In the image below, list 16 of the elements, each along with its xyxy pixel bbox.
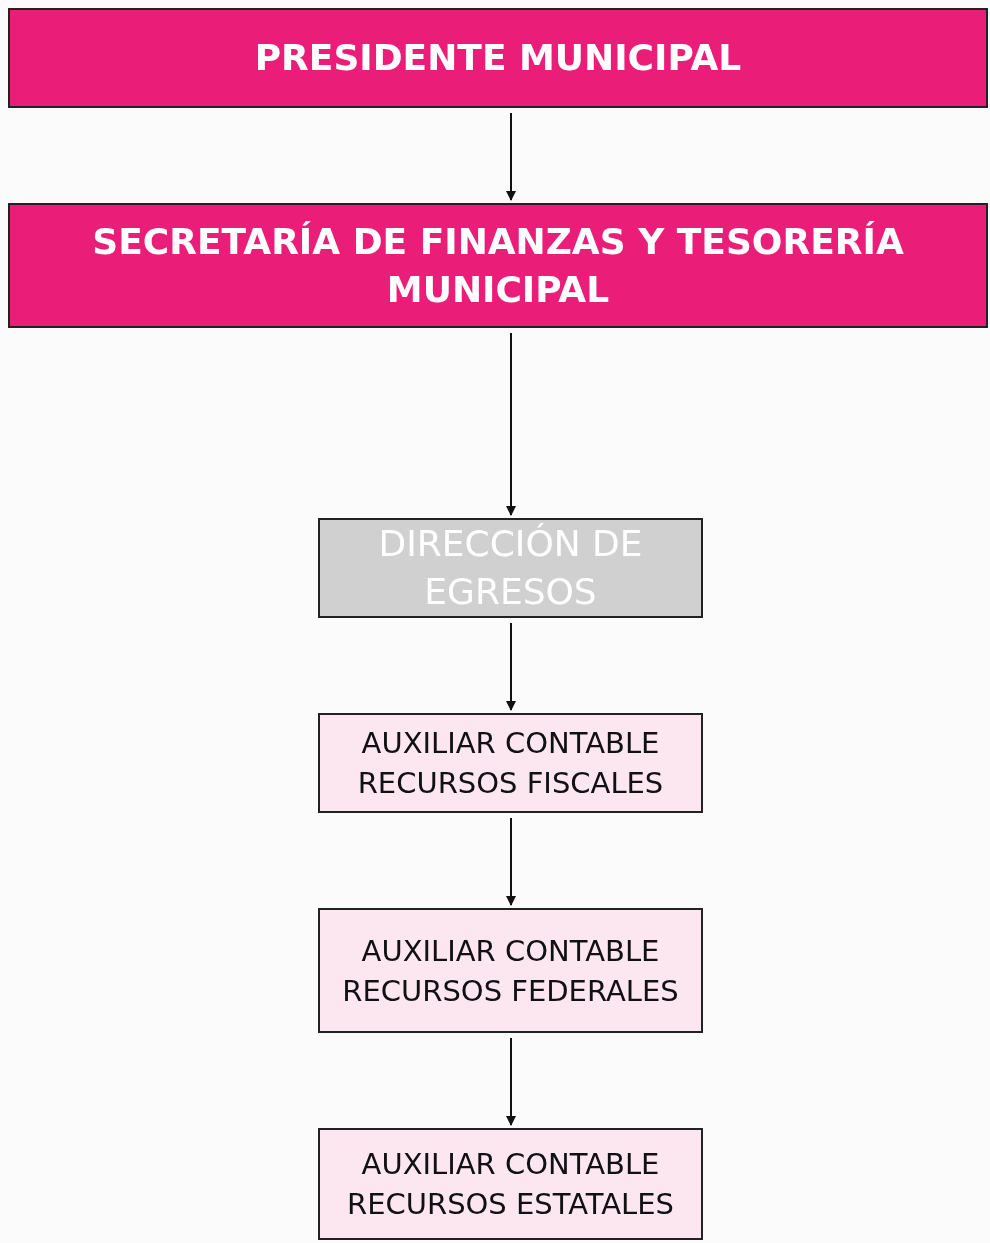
box-label: AUXILIAR CONTABLE RECURSOS FISCALES xyxy=(356,725,665,802)
arrow xyxy=(506,817,516,906)
position-box xyxy=(318,713,703,813)
position-box xyxy=(318,908,703,1033)
arrow xyxy=(506,622,516,711)
box-label: SECRETARÍA DE FINANZAS Y TESORERÍA MUNICIPAL xyxy=(91,219,905,312)
arrow xyxy=(506,1037,516,1126)
box-label: AUXILIAR CONTABLE RECURSOS FEDERALES xyxy=(341,932,680,1010)
box-label: AUXILIAR CONTABLE RECURSOS ESTATALES xyxy=(346,1146,675,1223)
position-box xyxy=(318,1128,703,1240)
arrow xyxy=(506,332,516,516)
title-box xyxy=(8,8,988,108)
department-box xyxy=(318,518,703,618)
arrow xyxy=(506,112,516,201)
box-label: PRESIDENTE MUNICIPAL xyxy=(254,36,742,80)
title-box xyxy=(8,203,988,328)
